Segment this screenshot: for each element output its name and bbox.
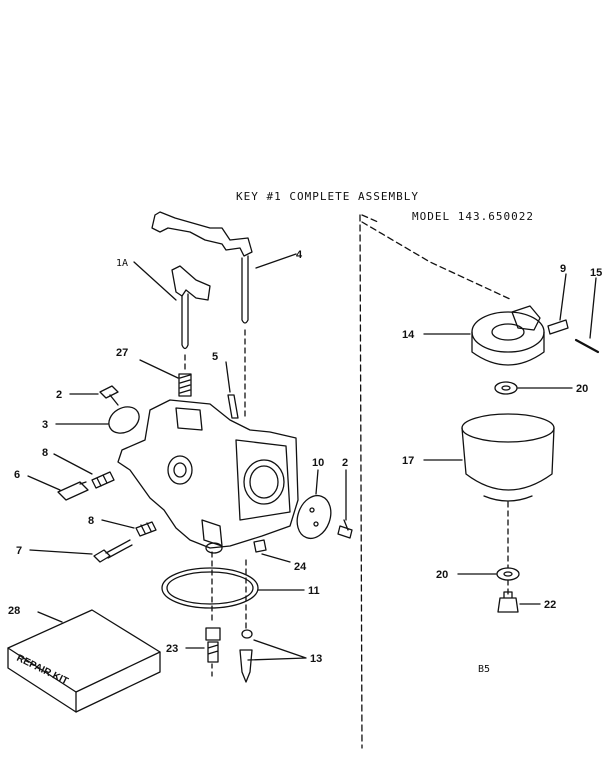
screw-2-left xyxy=(99,385,119,406)
leader-1a xyxy=(133,261,177,301)
separator-line xyxy=(359,214,379,749)
label-27: 27 xyxy=(116,347,128,359)
leader-7 xyxy=(29,549,93,555)
float-body xyxy=(471,331,545,366)
carb-inlet xyxy=(167,455,193,485)
washer-20-lower-hole xyxy=(503,571,513,577)
bowl-leader-dashed xyxy=(361,221,513,301)
label-14: 14 xyxy=(402,329,415,341)
float-pin-15 xyxy=(574,338,600,354)
repair-kit-side xyxy=(75,651,161,713)
carb-top-boss xyxy=(175,407,203,431)
bowl-nut-22 xyxy=(497,591,519,613)
leader-4 xyxy=(255,253,297,269)
label-20-lower: 20 xyxy=(436,569,448,581)
spring-8-lower xyxy=(135,521,157,537)
leader-24 xyxy=(261,553,291,563)
carb-bottom-boss xyxy=(201,519,223,547)
choke-shaft xyxy=(181,293,189,350)
label-24: 24 xyxy=(294,561,307,573)
leader-8b xyxy=(101,519,135,529)
gasket-ring-inner xyxy=(166,571,254,605)
carb-bore xyxy=(243,459,285,505)
throttle-lever xyxy=(151,211,253,257)
seat-23 xyxy=(205,627,221,663)
carb-bottom-nozzle xyxy=(205,542,223,554)
repair-kit-front xyxy=(7,647,77,713)
carb-flange xyxy=(235,439,291,521)
inlet-needle-9 xyxy=(547,319,569,335)
spring-8-upper xyxy=(91,471,115,489)
label-7: 7 xyxy=(16,545,22,557)
leader-6 xyxy=(27,475,61,491)
model-number: MODEL 143.650022 xyxy=(412,210,534,223)
throttle-plate-hole-b xyxy=(313,521,319,527)
leader-27 xyxy=(139,359,179,379)
float-top xyxy=(471,311,545,353)
screw-2-right xyxy=(337,519,353,539)
label-22: 22 xyxy=(544,599,556,611)
label-1a: 1A xyxy=(116,258,128,269)
bowl-rim xyxy=(461,413,555,443)
label-11: 11 xyxy=(308,585,320,597)
leader-5 xyxy=(225,361,231,393)
needle-13-clip xyxy=(241,629,253,639)
page-code: B5 xyxy=(478,664,490,675)
label-4: 4 xyxy=(296,249,303,261)
throttle-plate xyxy=(296,494,332,540)
label-28: 28 xyxy=(8,605,20,617)
label-10: 10 xyxy=(312,457,324,469)
leader-9 xyxy=(559,273,567,321)
throttle-shaft xyxy=(241,255,249,324)
screw-7 xyxy=(93,539,133,563)
lower-dashed xyxy=(211,551,247,629)
spring-27 xyxy=(179,374,191,394)
needle-24 xyxy=(253,539,267,553)
throttle-plate-hole-a xyxy=(309,507,315,513)
needle-13 xyxy=(239,649,253,683)
label-8-lower: 8 xyxy=(88,515,94,527)
choke-lever xyxy=(171,265,211,301)
label-13: 13 xyxy=(310,653,322,665)
assembly-title: KEY #1 COMPLETE ASSEMBLY xyxy=(236,190,419,203)
repair-kit-label: REPAIR KIT xyxy=(15,653,70,687)
screw-6 xyxy=(57,481,89,501)
label-23: 23 xyxy=(166,643,178,655)
label-5: 5 xyxy=(212,351,218,363)
washer-20-lower xyxy=(496,567,520,581)
label-8-upper: 8 xyxy=(42,447,48,459)
repair-kit-top xyxy=(7,609,161,693)
float-hole xyxy=(491,323,525,341)
label-20-upper: 20 xyxy=(576,383,588,395)
float-hinge xyxy=(511,305,541,331)
washer-20-upper-hole xyxy=(501,385,511,391)
label-17: 17 xyxy=(402,455,414,467)
gasket-ring xyxy=(161,567,259,609)
choke-plate xyxy=(108,406,140,434)
spring-27-body xyxy=(178,373,192,397)
leader-15 xyxy=(589,277,597,339)
label-2-left: 2 xyxy=(56,389,62,401)
spring-5 xyxy=(227,394,239,419)
leader-13 xyxy=(247,639,307,661)
leader-10 xyxy=(315,469,319,495)
label-15: 15 xyxy=(590,267,602,279)
carb-inlet-inner xyxy=(173,462,187,478)
carb-bore-inner xyxy=(249,465,279,499)
washer-20-upper xyxy=(494,381,518,395)
bowl-bottom xyxy=(483,495,533,502)
bowl-body xyxy=(461,427,555,491)
carburetor-body xyxy=(117,399,299,549)
leader-28 xyxy=(37,611,63,623)
leader-8a xyxy=(53,453,93,475)
label-6: 6 xyxy=(14,469,20,481)
label-3: 3 xyxy=(42,419,48,431)
label-2-right: 2 xyxy=(342,457,348,469)
label-9: 9 xyxy=(560,263,566,275)
